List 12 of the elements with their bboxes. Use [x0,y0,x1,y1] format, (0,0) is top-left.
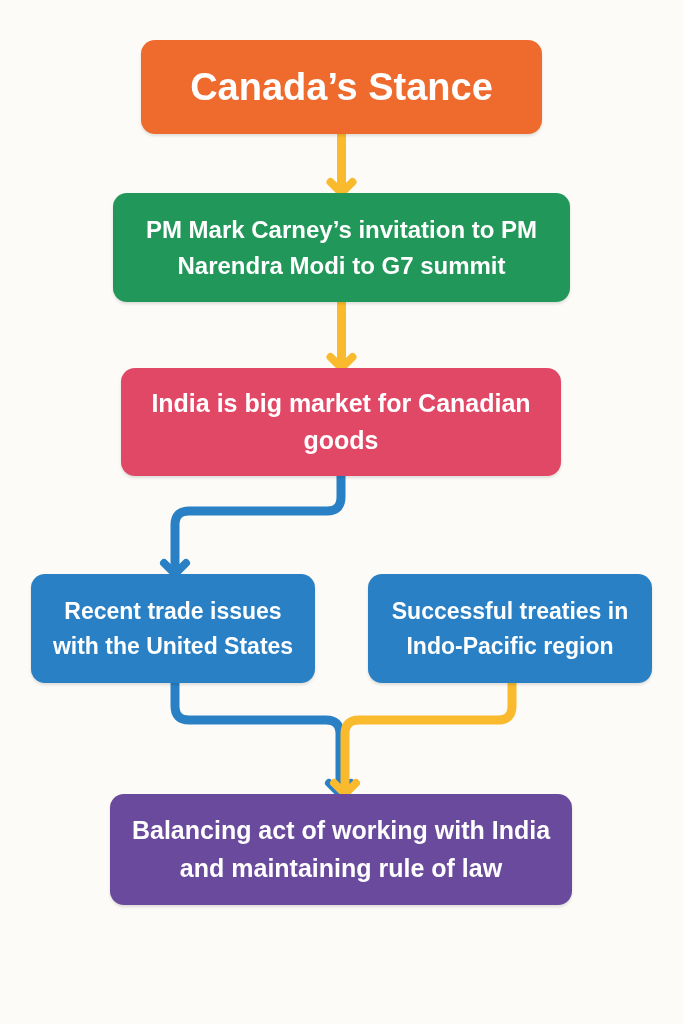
title-text: Canada’s Stance [190,64,493,110]
box-text: Recent trade issues with the United States [51,597,295,661]
result-box [110,794,572,905]
title-box [141,40,542,134]
process-box [121,368,561,476]
process-box [113,193,570,302]
box-text: India is big market for Canadian goods [150,387,532,456]
box-text: PM Mark Carney’s invitation to PM Narendra Modi to G7 summit [144,214,539,281]
box-text: Successful treaties in Indo-Pacific region [390,597,630,661]
box-text: Balancing act of working with India and maintaining rule of law [130,815,552,884]
process-box [31,574,315,683]
process-box [368,574,652,683]
